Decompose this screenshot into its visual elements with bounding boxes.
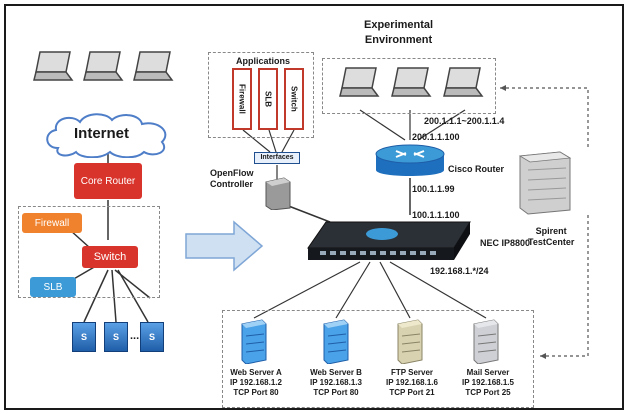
server-caption-ftp: FTP Server IP 192.168.1.6 TCP Port 21 (376, 368, 448, 398)
server-ip: IP 192.168.1.5 (462, 378, 514, 387)
server-name: FTP Server (390, 368, 434, 377)
server-port: TCP Port 25 (465, 388, 511, 397)
web-server-a-icon (241, 319, 267, 364)
server-port: TCP Port 21 (389, 388, 435, 397)
server-name: Web Server B (310, 368, 362, 377)
legacy-network-region (18, 206, 160, 298)
slb-box: SLB (30, 277, 76, 297)
router-lower-ip: 100.1.1.99 (412, 184, 455, 194)
switch-box: Switch (82, 246, 138, 268)
spirent-line2: TestCenter (528, 237, 575, 248)
subnet-label: 192.168.1.*/24 (430, 266, 489, 276)
server-ip: IP 192.168.1.3 (310, 378, 362, 387)
experimental-environment-title: Experimental Environment (364, 18, 433, 48)
cisco-router-label: Cisco Router (448, 164, 505, 174)
app-slb: SLB (258, 68, 278, 130)
server-port: TCP Port 80 (233, 388, 279, 397)
nec-switch-label: NEC IP8800 (480, 238, 531, 248)
interface-box: Interfaces (254, 152, 300, 164)
core-router: Core Router (74, 163, 142, 199)
openflow-line2: Controller (210, 178, 254, 189)
server-icon: S (72, 322, 96, 352)
web-server-b-icon (323, 319, 349, 364)
laptop-icon (83, 51, 124, 81)
firewall-box: Firewall (22, 213, 82, 233)
server-caption-web-a: Web Server A IP 192.168.1.2 TCP Port 80 (222, 368, 290, 398)
server-caption-mail: Mail Server IP 192.168.1.5 TCP Port 25 (452, 368, 524, 398)
app-switch: Switch (284, 68, 304, 130)
laptop-icon (33, 51, 74, 81)
host-range-label: 200.1.1.1~200.1.1.4 (424, 116, 505, 126)
spirent-line1: Spirent (535, 226, 567, 236)
openflow-controller-label: OpenFlow Controller (210, 168, 254, 190)
spirent-testcenter-icon (518, 151, 572, 215)
server-caption-web-b: Web Server B IP 192.168.1.3 TCP Port 80 (300, 368, 372, 398)
server-ip: IP 192.168.1.6 (386, 378, 438, 387)
controller-server-icon (265, 177, 291, 210)
ftp-server-icon (397, 319, 423, 364)
laptop-icon (443, 67, 484, 97)
app-firewall: Firewall (232, 68, 252, 130)
server-port: TCP Port 80 (313, 388, 359, 397)
laptop-icon (133, 51, 174, 81)
openflow-line1: OpenFlow (210, 168, 254, 178)
applications-title: Applications (236, 56, 291, 66)
mail-server-icon (473, 319, 499, 364)
server-icon: S (140, 322, 164, 352)
switch-upper-ip: 100.1.1.100 (412, 210, 460, 220)
server-ellipsis: ... (130, 330, 140, 342)
laptop-icon (391, 67, 432, 97)
router-upper-ip: 200.1.1.100 (412, 132, 460, 142)
server-name: Mail Server (466, 368, 510, 377)
internet-cloud-icon (46, 113, 167, 158)
applications-region (208, 52, 314, 138)
nec-switch-icon (307, 221, 471, 260)
exp-line1: Experimental (364, 19, 434, 31)
cisco-router-icon (375, 144, 445, 176)
server-icon: S (104, 322, 128, 352)
internet-label: Internet (74, 125, 130, 142)
experimental-hosts-region (322, 58, 496, 114)
servers-region (222, 310, 534, 408)
exp-line2: Environment (364, 33, 433, 46)
server-ip: IP 192.168.1.2 (230, 378, 282, 387)
laptop-icon (339, 67, 380, 97)
server-name: Web Server A (230, 368, 282, 377)
transition-arrow-icon (185, 220, 264, 272)
spirent-label: Spirent TestCenter (528, 226, 574, 249)
